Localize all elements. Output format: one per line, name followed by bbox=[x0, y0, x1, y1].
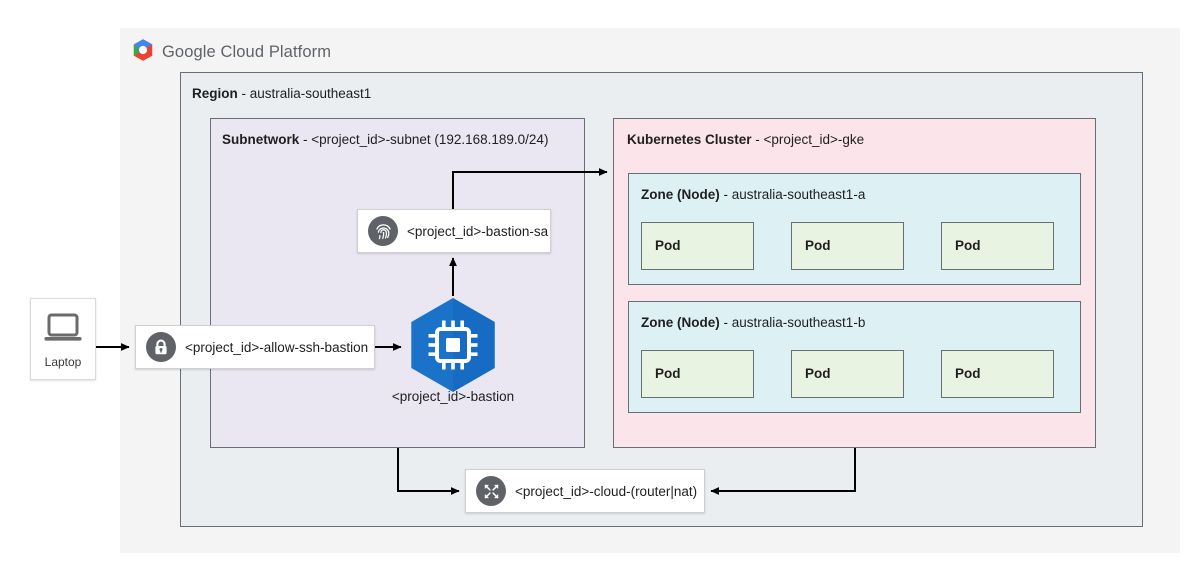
subnetwork-title: Subnetwork bbox=[222, 132, 300, 147]
region-label: Region - australia-southeast1 bbox=[192, 86, 371, 101]
pod-b-3[interactable]: Pod bbox=[941, 350, 1054, 398]
pod-b-2[interactable]: Pod bbox=[791, 350, 904, 398]
pod-a-3[interactable]: Pod bbox=[941, 222, 1054, 270]
zone-label-b: Zone (Node) - australia-southeast1-b bbox=[641, 315, 865, 330]
wordmark-platform: Platform bbox=[268, 42, 332, 61]
fingerprint-icon bbox=[368, 216, 398, 246]
laptop-icon bbox=[43, 313, 83, 350]
zone-b-subtitle: - australia-southeast1-b bbox=[719, 315, 866, 330]
wordmark-cloud: Cloud bbox=[220, 42, 265, 61]
cloud-router-nat-label: <project_id>-cloud-(router|nat) bbox=[515, 483, 698, 499]
cloud-router-nat-node[interactable]: <project_id>-cloud-(router|nat) bbox=[465, 469, 705, 513]
subnetwork-subtitle: - <project_id>-subnet (192.168.189.0/24) bbox=[299, 132, 549, 147]
firewall-rule-node[interactable]: <project_id>-allow-ssh-bastion bbox=[135, 325, 375, 369]
zone-b-title: Zone (Node) bbox=[641, 315, 720, 330]
firewall-rule-label: <project_id>-allow-ssh-bastion bbox=[185, 339, 369, 355]
pod-b-3-label: Pod bbox=[955, 366, 981, 381]
pod-a-2-label: Pod bbox=[805, 238, 831, 253]
gcp-wordmark: Google Cloud Platform bbox=[162, 43, 331, 62]
kubernetes-cluster-label: Kubernetes Cluster - <project_id>-gke bbox=[627, 132, 864, 147]
laptop-node[interactable]: Laptop bbox=[30, 298, 96, 380]
pod-a-3-label: Pod bbox=[955, 238, 981, 253]
bastion-vm-node[interactable] bbox=[404, 296, 502, 394]
google-cloud-hexagon-logo-icon bbox=[132, 38, 154, 67]
subnetwork-label: Subnetwork - <project_id>-subnet (192.16… bbox=[222, 132, 548, 147]
pod-a-2[interactable]: Pod bbox=[791, 222, 904, 270]
pod-b-1-label: Pod bbox=[655, 366, 681, 381]
compute-engine-cpu-icon bbox=[411, 298, 495, 392]
pod-a-1-label: Pod bbox=[655, 238, 681, 253]
bastion-vm-caption: <project_id>-bastion bbox=[391, 389, 515, 404]
service-account-label: <project_id>-bastion-sa bbox=[407, 223, 549, 239]
pod-b-1[interactable]: Pod bbox=[641, 350, 754, 398]
pod-a-1[interactable]: Pod bbox=[641, 222, 754, 270]
pod-b-2-label: Pod bbox=[805, 366, 831, 381]
lock-icon bbox=[146, 332, 176, 362]
zone-a-subtitle: - australia-southeast1-a bbox=[719, 187, 866, 202]
gcp-brand: Google Cloud Platform bbox=[132, 38, 331, 67]
region-title: Region bbox=[192, 86, 238, 101]
expand-arrows-icon bbox=[476, 476, 506, 506]
wordmark-google: Google bbox=[162, 42, 216, 61]
zone-label-a: Zone (Node) - australia-southeast1-a bbox=[641, 187, 865, 202]
cluster-subtitle: - <project_id>-gke bbox=[751, 132, 865, 147]
service-account-node[interactable]: <project_id>-bastion-sa bbox=[357, 209, 551, 253]
region-subtitle: - australia-southeast1 bbox=[237, 86, 372, 101]
laptop-caption: Laptop bbox=[44, 355, 82, 369]
cluster-title: Kubernetes Cluster bbox=[627, 132, 752, 147]
zone-a-title: Zone (Node) bbox=[641, 187, 720, 202]
